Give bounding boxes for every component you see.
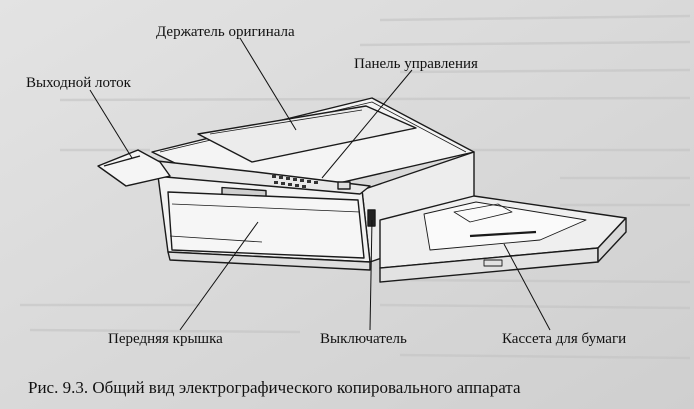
front-cover — [167, 191, 365, 259]
original-holder — [197, 105, 417, 163]
figure-caption: Рис. 9.3. Общий вид электрографического … — [28, 378, 521, 397]
bleed-through-lines — [20, 14, 691, 360]
label-power-switch: Выключатель — [320, 331, 407, 347]
label-paper-cassette: Кассета для бумаги — [502, 331, 627, 347]
copier-body — [97, 97, 627, 283]
label-front-cover: Передняя крышка — [108, 331, 223, 347]
label-output-tray: Выходной лоток — [26, 75, 131, 91]
panel-buttons — [272, 175, 318, 188]
label-control-panel: Панель управления — [354, 56, 478, 72]
label-original-holder: Держатель оригинала — [156, 24, 295, 40]
output-tray — [97, 149, 171, 187]
leader-lines — [89, 37, 551, 331]
